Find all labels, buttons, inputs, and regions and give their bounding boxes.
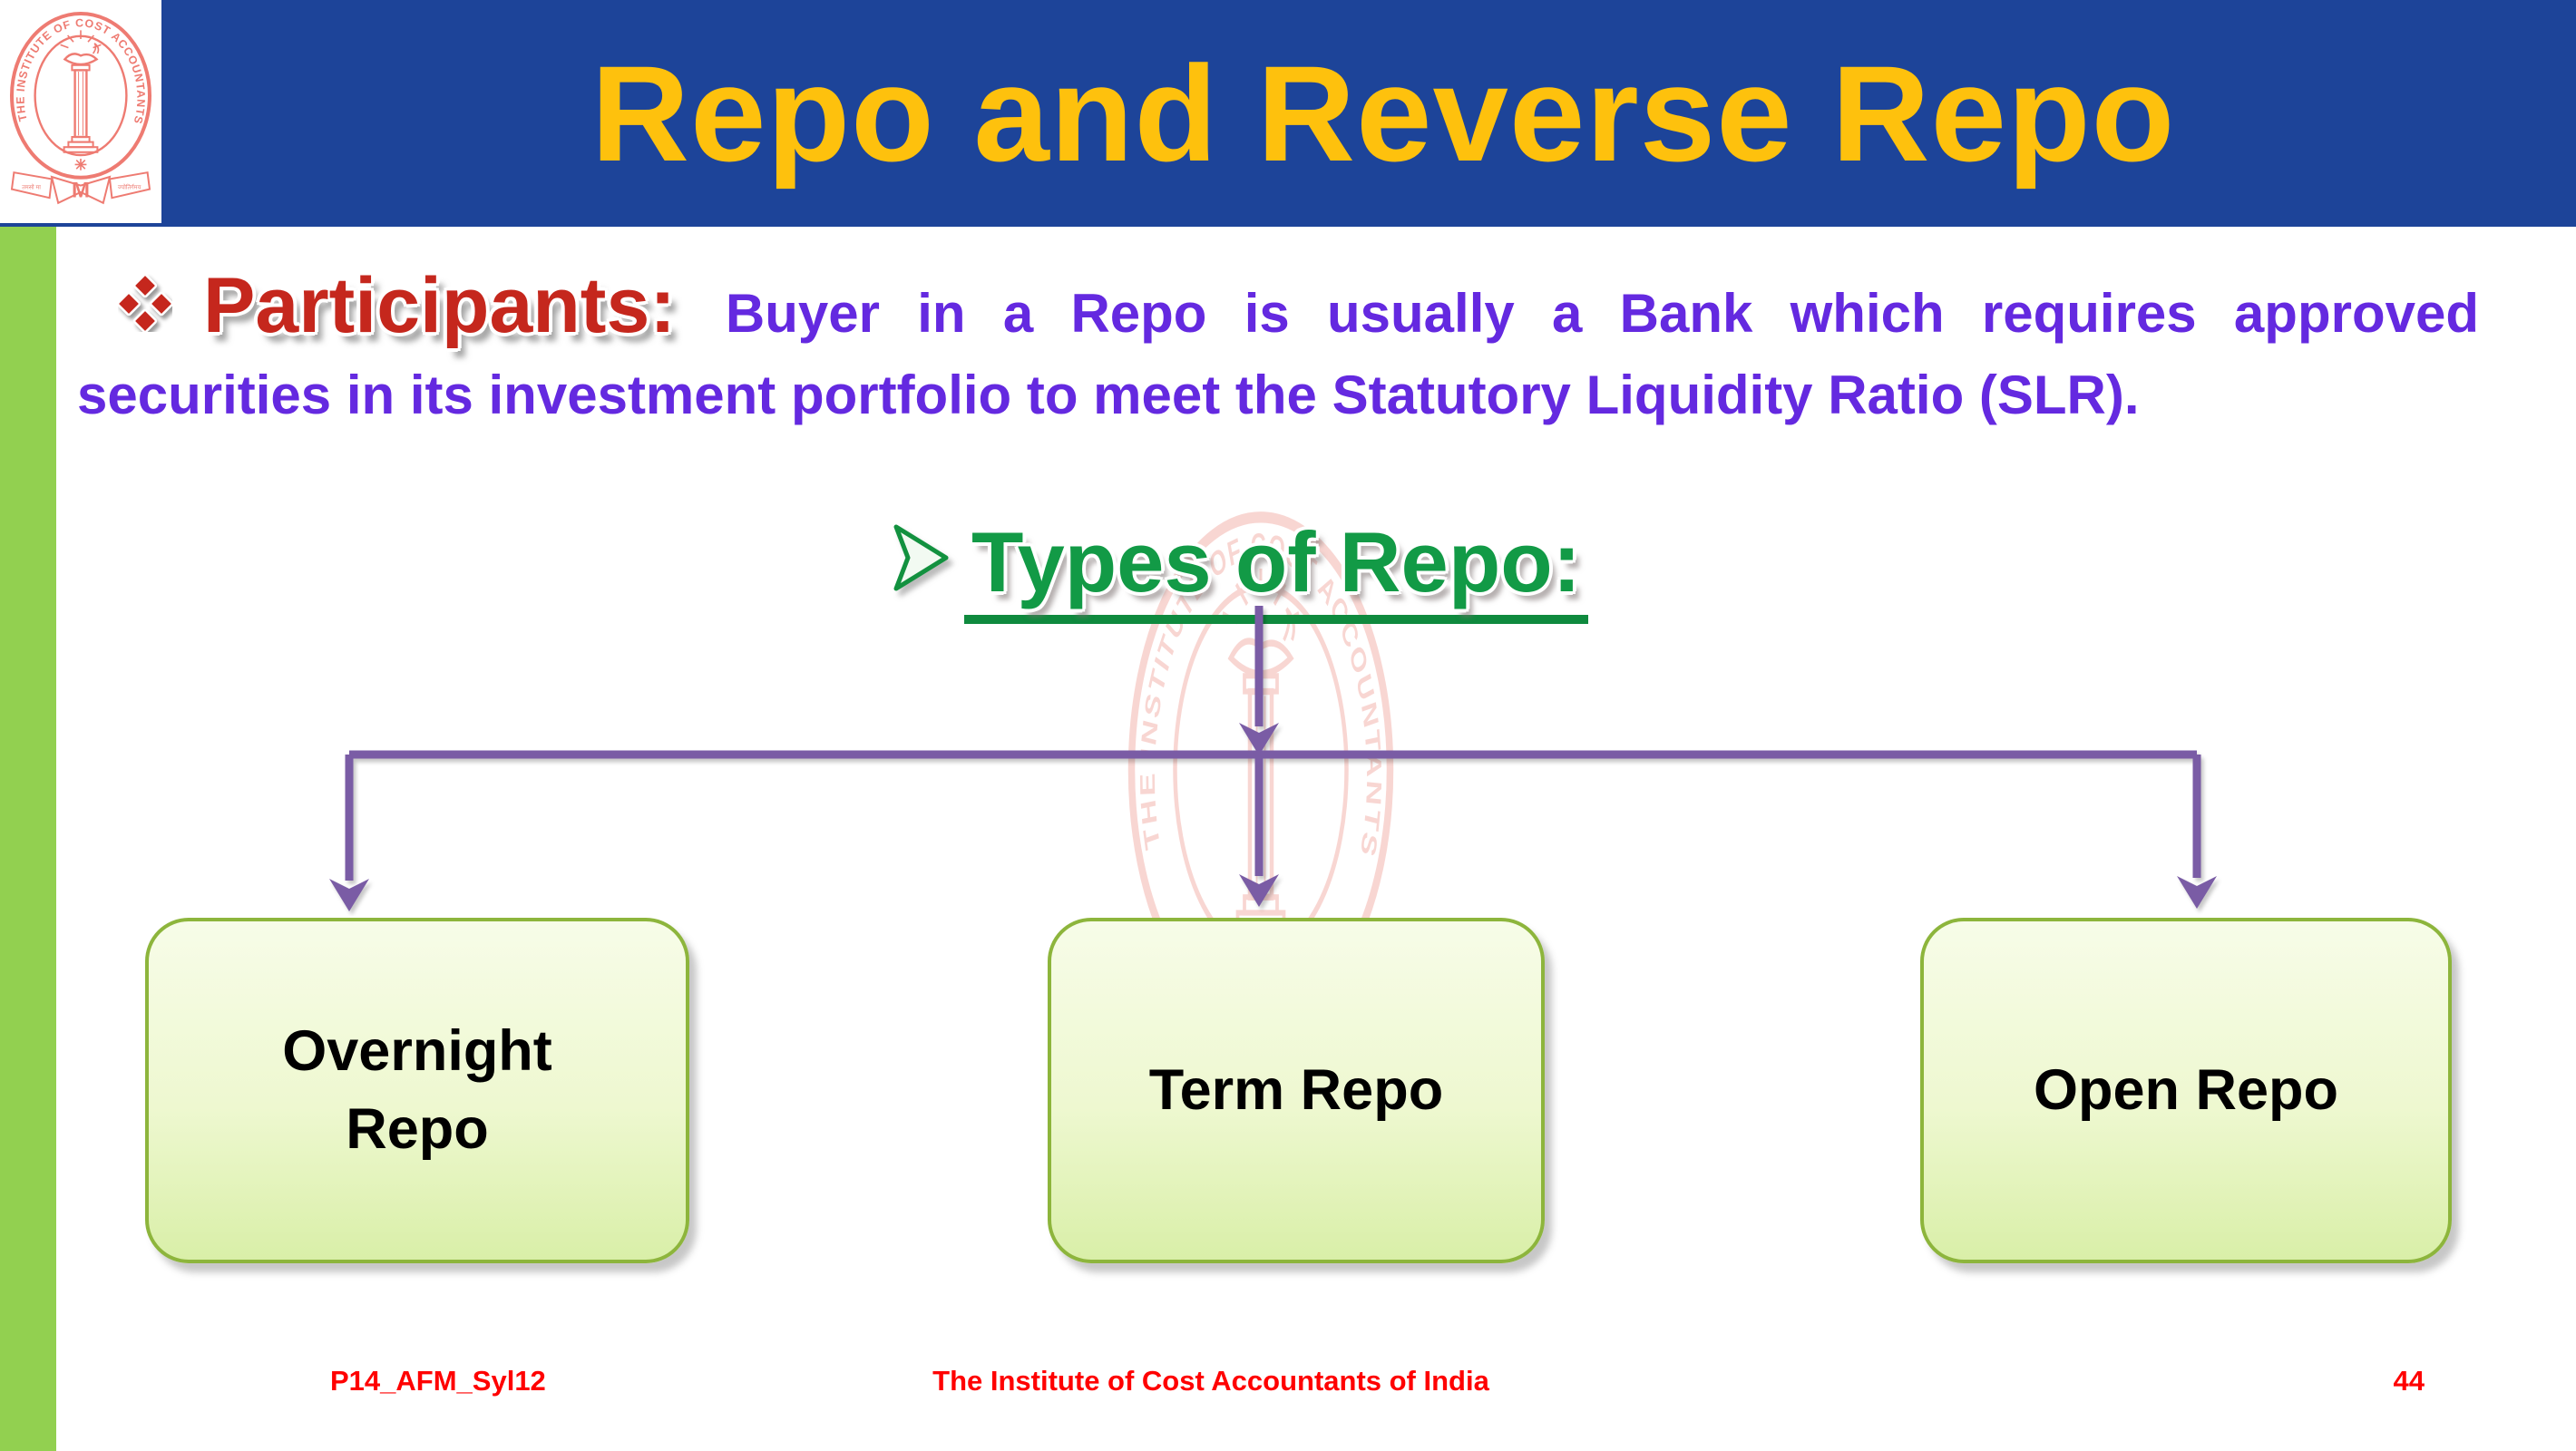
arrow-bullet-icon [893, 524, 949, 591]
participants-section: Participants: Buyer in a Repo is usually… [77, 261, 2479, 426]
institute-seal-icon [8, 6, 153, 217]
footer-institute-name: The Institute of Cost Accountants of Ind… [932, 1365, 1489, 1397]
title-banner [0, 0, 2576, 227]
participants-heading: Participants: [203, 262, 676, 349]
types-of-repo-heading: Types of Repo: [964, 513, 1588, 624]
term-repo-label: Term Repo [1148, 1057, 1444, 1122]
left-green-stripe [0, 227, 56, 1451]
institute-logo [0, 0, 161, 223]
overnight-repo-box: Overnight Repo [145, 918, 689, 1263]
open-repo-box: Open Repo [1920, 918, 2452, 1263]
overnight-repo-label: Overnight Repo [282, 1019, 552, 1161]
diamond-bullet-icon [118, 274, 172, 332]
term-repo-box: Term Repo [1048, 918, 1545, 1263]
slide-title: Repo and Reverse Repo [590, 37, 2176, 190]
types-of-repo-section: Types of Repo: [893, 513, 1588, 624]
participants-text-line1: Buyer in a Repo is usually a Bank which … [725, 283, 2479, 344]
footer-page-number: 44 [2393, 1365, 2425, 1397]
footer-course-code: P14_AFM_Syl12 [330, 1365, 546, 1397]
open-repo-label: Open Repo [2033, 1057, 2338, 1122]
participants-text-line2: securities in its investment portfolio t… [77, 365, 2140, 425]
